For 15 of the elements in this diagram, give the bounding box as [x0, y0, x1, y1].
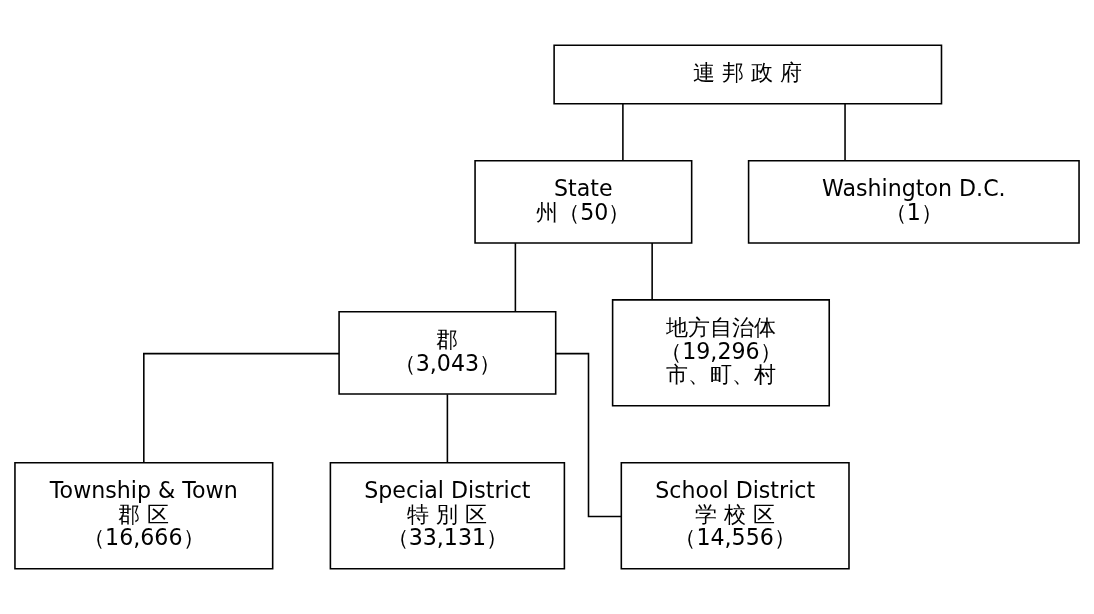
node-box: 連 邦 政 府 [553, 44, 943, 105]
node-box: School District 学 校 区 （14,556） [620, 461, 850, 570]
connector [143, 352, 340, 464]
node-box: Township & Town 郡 区 （16,666） [14, 461, 274, 570]
connector [622, 103, 624, 162]
node-box: Washington D.C. （1） [747, 159, 1080, 244]
connector [514, 242, 517, 313]
node-box: Special District 特 別 区 （33,131） [329, 461, 566, 570]
connector [844, 103, 846, 162]
connector [555, 352, 622, 518]
node-box: 地方自治体 （19,296） 市、町、村 [611, 299, 830, 407]
node-box: State 州（50） [474, 159, 693, 244]
node-box: 郡 （3,043） [338, 310, 557, 395]
connector [651, 242, 653, 301]
connector [446, 393, 449, 464]
